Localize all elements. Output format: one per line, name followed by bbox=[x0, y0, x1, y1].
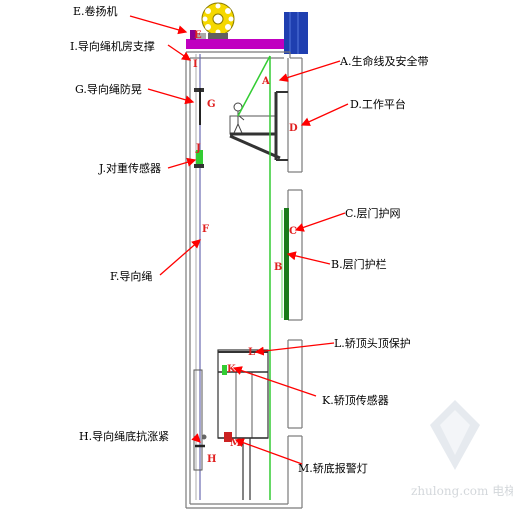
marker-d: D bbox=[289, 123, 298, 134]
work-platform bbox=[229, 91, 288, 161]
watermark: zhulong.com 电梯 bbox=[411, 400, 513, 498]
beam-clamp bbox=[196, 33, 206, 39]
arrow-k bbox=[232, 366, 317, 397]
arrow-f bbox=[159, 239, 201, 276]
label-a-lifeline: A.生命线及安全带 bbox=[339, 54, 428, 68]
arrow-i bbox=[167, 44, 192, 61]
marker-e: E bbox=[194, 30, 202, 41]
tensioner-pulley bbox=[201, 434, 207, 440]
counterweight-sensor-base bbox=[194, 164, 204, 168]
arrow-g bbox=[147, 88, 195, 105]
label-j-counterweight-sensor: J.对重传感器 bbox=[98, 161, 161, 175]
beam-support bbox=[190, 30, 196, 40]
machine-room-beam bbox=[186, 39, 284, 49]
label-k-car-top-sensor: K.轿顶传感器 bbox=[322, 393, 389, 407]
arrow-m bbox=[234, 438, 303, 465]
label-c-guard-net: C.层门护网 bbox=[345, 206, 401, 220]
marker-l: L bbox=[248, 347, 255, 358]
label-i-machine-room-support: I.导向绳机房支撑 bbox=[70, 39, 155, 53]
arrow-h bbox=[191, 433, 201, 443]
marker-i: I bbox=[193, 59, 198, 70]
hoist-winch bbox=[201, 2, 235, 39]
label-d-work-platform: D.工作平台 bbox=[350, 97, 406, 111]
arrow-e bbox=[129, 15, 188, 35]
arrow-b bbox=[286, 251, 331, 265]
elevator-car bbox=[217, 349, 269, 500]
landing-door-guard-net bbox=[284, 208, 289, 320]
marker-a: A bbox=[261, 76, 270, 87]
leader-arrows bbox=[129, 15, 349, 465]
marker-m: M bbox=[230, 438, 241, 449]
car-bottom-alarm-light bbox=[224, 432, 232, 442]
counterweight-frame bbox=[193, 369, 203, 471]
marker-j: J bbox=[195, 143, 201, 154]
arrow-j bbox=[167, 157, 197, 169]
arrow-a bbox=[278, 60, 341, 82]
marker-c: C bbox=[289, 226, 297, 237]
car-top-sensor bbox=[222, 365, 227, 375]
watermark-logo-inner bbox=[440, 410, 470, 455]
marker-h: H bbox=[207, 454, 216, 465]
label-l-car-top-protection: L.轿顶头顶保护 bbox=[334, 336, 411, 350]
label-m-alarm-light: M.轿底报警灯 bbox=[298, 461, 368, 475]
arrow-d bbox=[300, 103, 349, 126]
label-e-hoist: E.卷扬机 bbox=[73, 4, 118, 18]
watermark-text: zhulong.com 电梯 bbox=[411, 484, 513, 498]
label-h-bottom-tensioner: H.导向绳底抗涨紧 bbox=[79, 429, 169, 443]
marker-b: B bbox=[274, 262, 282, 273]
label-f-guide-rope: F.导向绳 bbox=[110, 269, 152, 283]
marker-k: K bbox=[227, 364, 236, 375]
marker-f: F bbox=[202, 224, 209, 235]
watermark-logo bbox=[430, 400, 480, 470]
lifeline-diagonal bbox=[237, 55, 271, 117]
counterweight-sensor bbox=[196, 150, 203, 164]
label-g-anti-sway: G.导向绳防晃 bbox=[75, 82, 142, 96]
label-b-railing: B.层门护栏 bbox=[331, 257, 387, 271]
arrow-l bbox=[254, 342, 335, 356]
machine-room-block bbox=[284, 12, 308, 54]
arrow-c bbox=[294, 212, 346, 232]
marker-g: G bbox=[207, 99, 216, 110]
